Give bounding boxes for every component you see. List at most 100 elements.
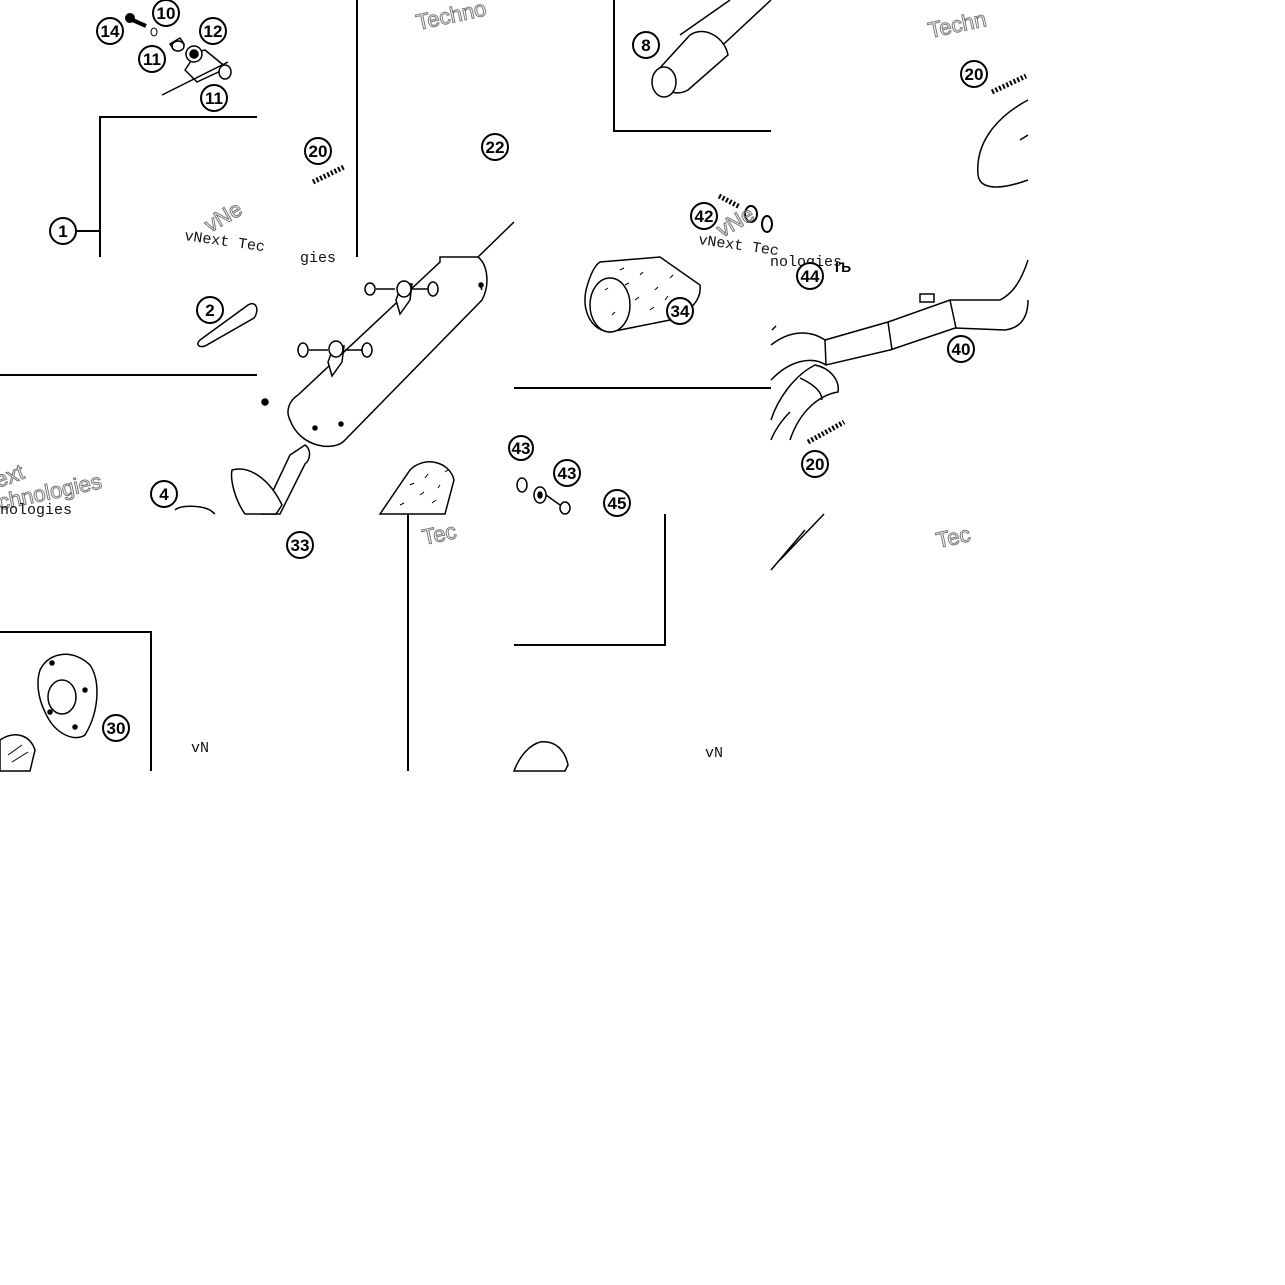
callout-label: 43 (512, 439, 531, 458)
callout-c10: 10 (152, 0, 180, 27)
callout-circle (666, 297, 694, 325)
spring-part-20b (990, 73, 1028, 95)
watermark-vn-1: vN (191, 740, 209, 757)
clamp-part-4 (174, 505, 216, 515)
callout-label: 10 (157, 4, 176, 23)
packing-sleeve (378, 461, 455, 515)
watermark-vn-2: vN (705, 745, 723, 762)
callout-c45: 45 (603, 489, 631, 517)
callout-circle (96, 17, 124, 45)
callout-circle (481, 133, 509, 161)
callout-c43b: 43 (553, 459, 581, 487)
spring-part-20c (806, 419, 846, 445)
callout-label: 1 (58, 222, 67, 241)
callout-label: 20 (309, 142, 328, 161)
callout-circle (152, 0, 180, 27)
washer-part-10 (150, 27, 158, 37)
callout-c11b: 11 (200, 84, 228, 112)
callout-circle (286, 531, 314, 559)
end-cap-lower (512, 741, 569, 772)
callout-circle (553, 459, 581, 487)
callout-label: 20 (965, 65, 984, 84)
end-cap-part-8 (651, 0, 772, 98)
callout-label: 8 (641, 36, 650, 55)
watermark-layer: Techno Techn vNext Tec vNext Tec vNe vNe… (0, 0, 989, 762)
pipe-bend (977, 99, 1029, 188)
callout-c42: 42 (690, 202, 718, 230)
callout-circle (150, 480, 178, 508)
callout-circle (960, 60, 988, 88)
callout-c33: 33 (286, 531, 314, 559)
callout-label: 42 (695, 207, 714, 226)
callout-c14: 14 (96, 17, 124, 45)
callout-label: 30 (107, 719, 126, 738)
callout-c34: 34 (666, 297, 694, 325)
bolt-part-42 (717, 193, 773, 233)
callout-label: 2 (205, 301, 214, 320)
callout-c11a: 11 (138, 45, 166, 73)
bracket-upper (364, 280, 439, 316)
svg-text:IЪ: IЪ (835, 259, 851, 275)
inner-tube-part-33 (230, 444, 311, 515)
callout-label: 22 (486, 138, 505, 157)
end-cap-part-30 (0, 653, 98, 772)
panel-frame-lines (0, 0, 771, 771)
callout-c12: 12 (199, 17, 227, 45)
watermark-nologies-small: nologies (0, 502, 72, 519)
callout-circle (199, 17, 227, 45)
callout-c40: 40 (947, 335, 975, 363)
gasket-part-2 (197, 303, 258, 348)
callout-circle (102, 714, 130, 742)
callout-circle (632, 31, 660, 59)
small-bolt: IЪ (835, 259, 851, 275)
callout-circle (947, 335, 975, 363)
watermark-gies: gies (300, 250, 336, 267)
pipe-end (770, 513, 825, 571)
callout-c20c: 20 (801, 450, 829, 478)
callout-circle (304, 137, 332, 165)
watermark-nologies-small-2: nologies (770, 254, 842, 271)
watermark-tec-2: Tec (934, 521, 973, 553)
callout-label: 33 (291, 536, 310, 555)
watermark-vnext-tec-1: vNext Tec (183, 228, 266, 256)
watermark-techno: Techno (414, 0, 489, 35)
callout-label: 45 (608, 494, 627, 513)
callout-c2: 2 (196, 296, 224, 324)
callout-c1: 1 (49, 217, 77, 245)
callout-circle (138, 45, 166, 73)
callout-circle (690, 202, 718, 230)
spring-part-20 (311, 164, 346, 185)
watermark-tec-1: Tec (420, 518, 459, 550)
callout-c20a: 20 (304, 137, 332, 165)
callout-label: 43 (558, 464, 577, 483)
bracket-part-12 (161, 36, 229, 96)
callout-circle (196, 296, 224, 324)
callout-label: 11 (143, 50, 161, 69)
callout-c43a: 43 (508, 435, 534, 461)
callout-c8: 8 (632, 31, 660, 59)
callout-circle (801, 450, 829, 478)
callout-circle (796, 262, 824, 290)
callout-label: 4 (159, 485, 169, 504)
callout-label: 20 (806, 455, 825, 474)
callout-label: 11 (205, 89, 223, 108)
callout-c4: 4 (150, 480, 178, 508)
callout-c44: 44 (796, 262, 824, 290)
callout-c20b: 20 (960, 60, 988, 88)
callout-label: 40 (952, 340, 971, 359)
washer-part-11 (171, 40, 232, 80)
header-pipe-part-40 (770, 259, 1029, 441)
watermark-vnext-tec-2: vNext Tec (697, 232, 780, 260)
callout-circle (508, 435, 534, 461)
bolt-part-14 (125, 13, 147, 28)
callout-c30: 30 (102, 714, 130, 742)
callout-circle (603, 489, 631, 517)
bracket-lower (297, 340, 373, 378)
callout-label: 12 (204, 22, 223, 41)
watermark-techn: Techn (926, 6, 989, 43)
callout-circle (200, 84, 228, 112)
callout-label: 44 (801, 267, 820, 286)
callout-label: 34 (671, 302, 690, 321)
